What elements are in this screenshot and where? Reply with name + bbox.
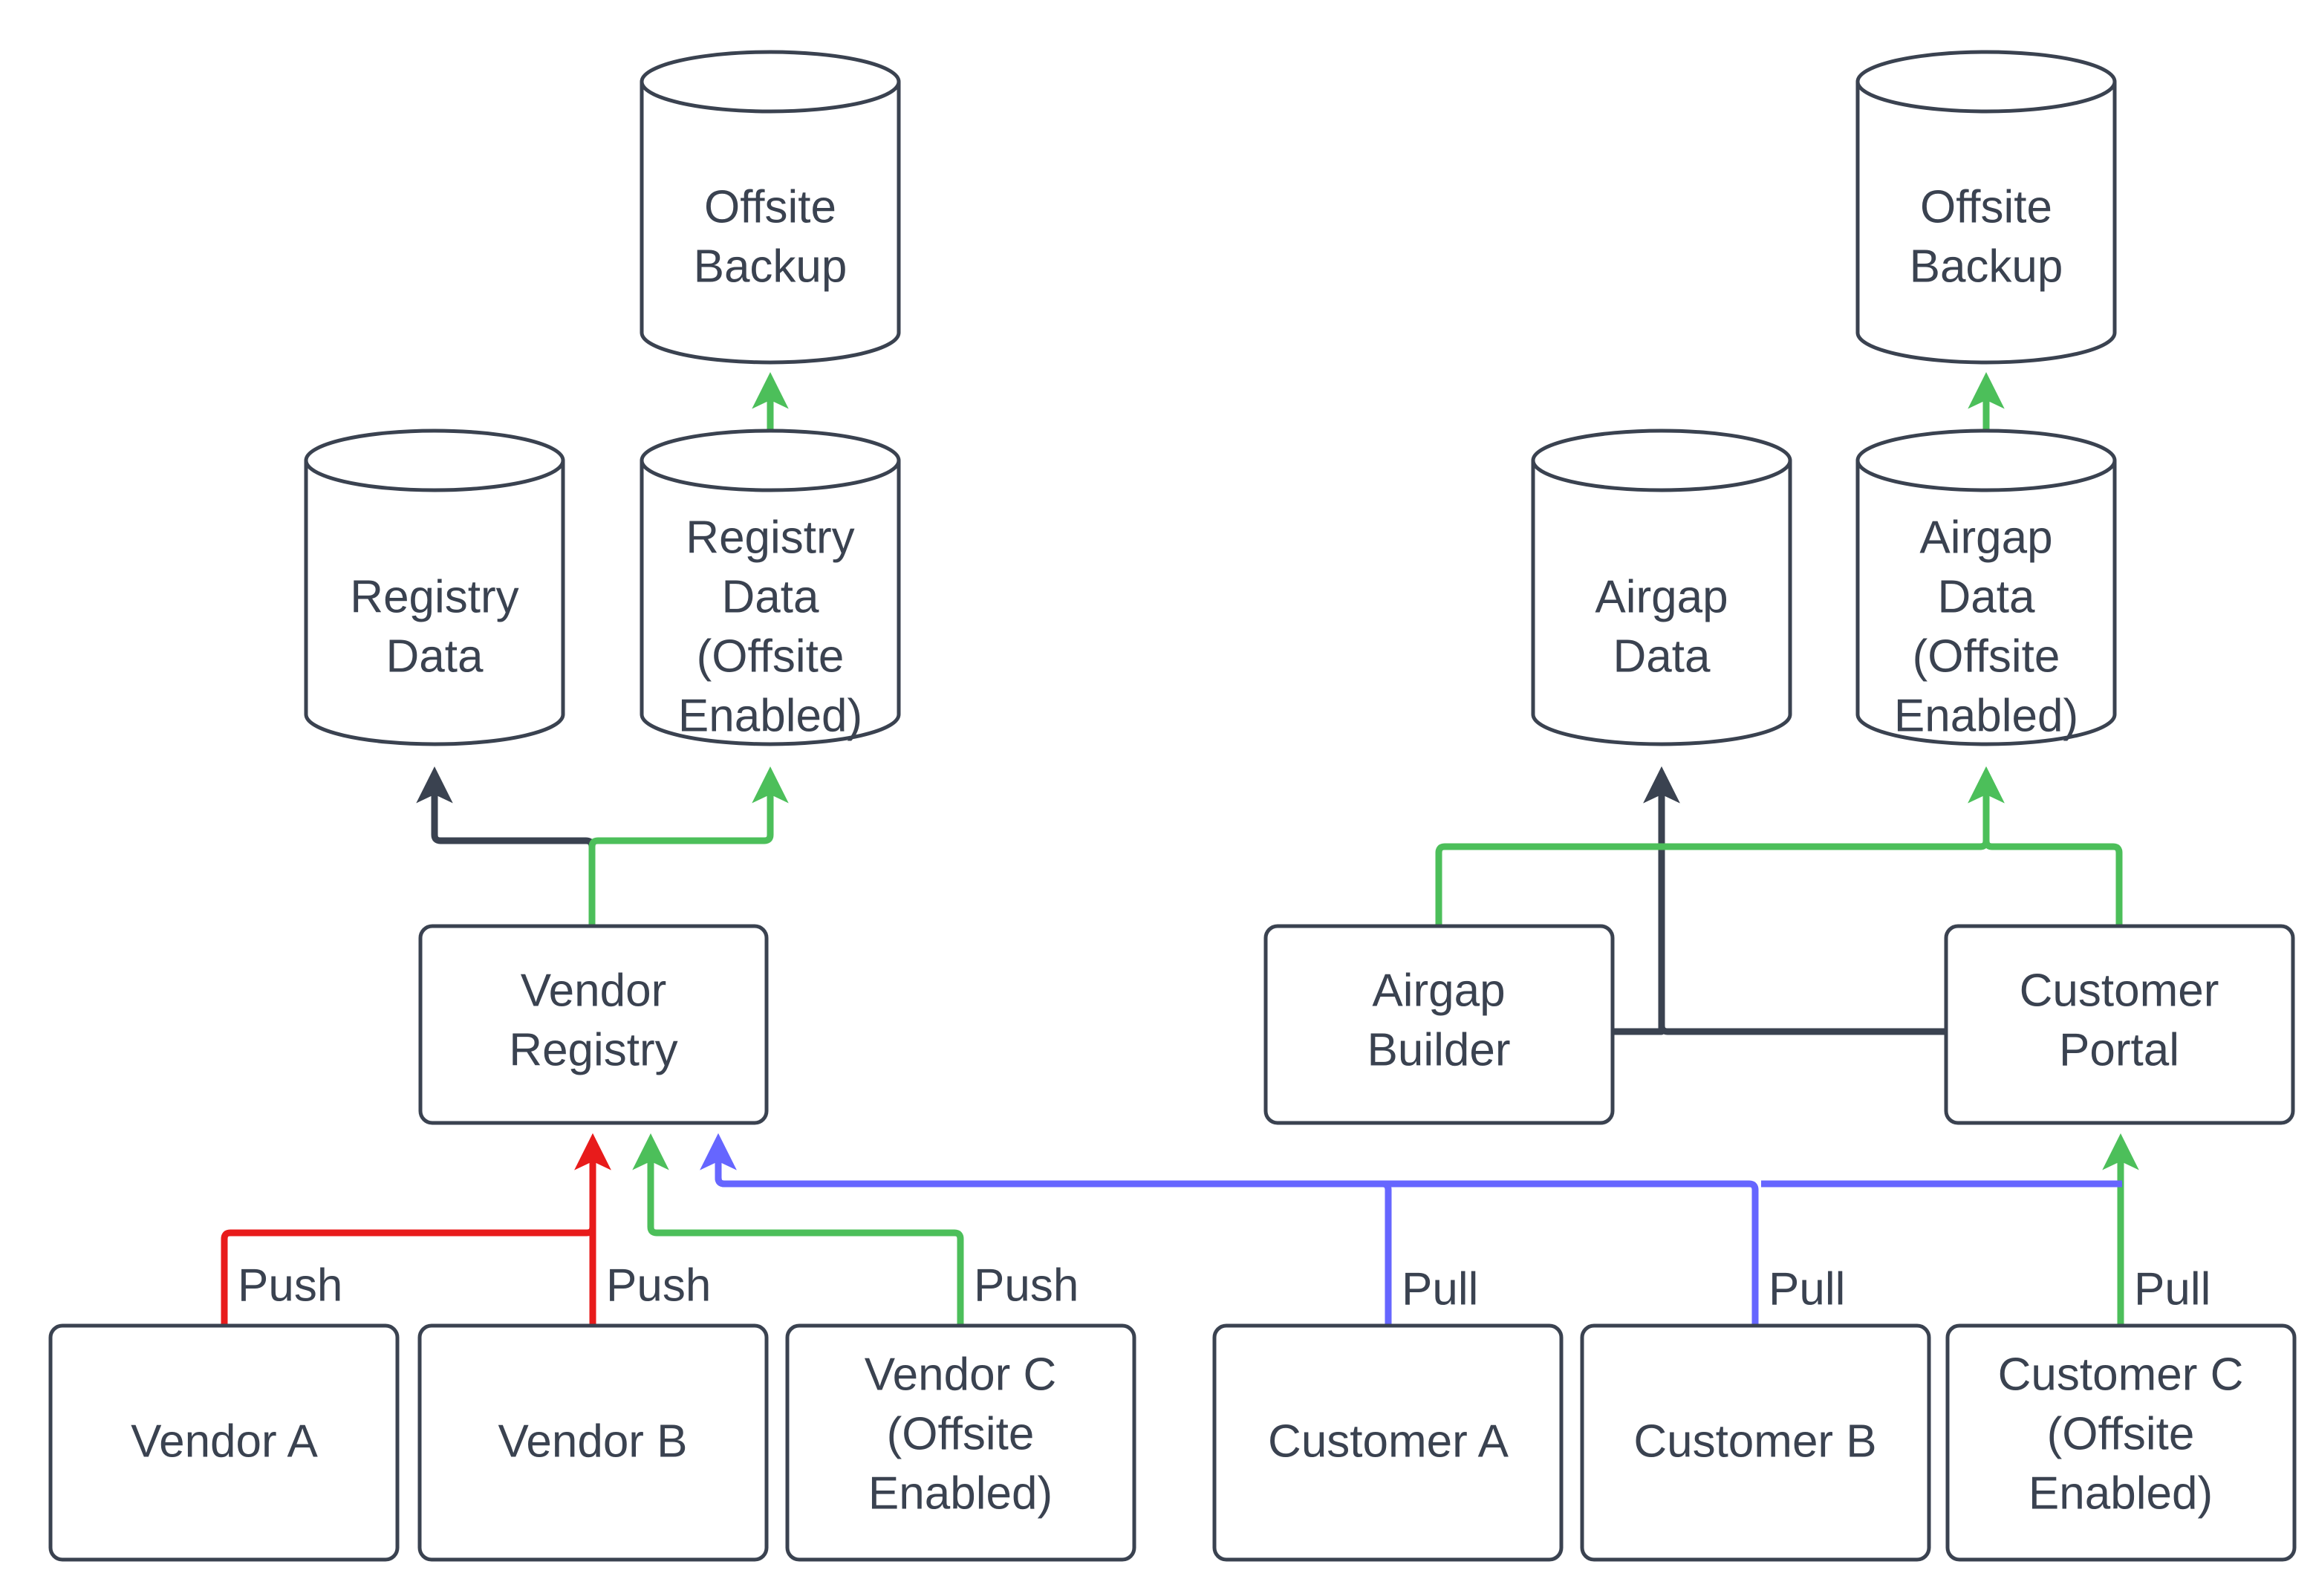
customer-c-label-line2: (Offsite: [2047, 1408, 2195, 1459]
registry-data-label-line2: Data: [386, 631, 484, 682]
vendor-registry-label-line2: Registry: [509, 1024, 677, 1075]
registry-data-cylinder-top: [304, 429, 565, 492]
edge-airgap-builder-to-airgap-data: [1613, 766, 1680, 1035]
customer-b-box: [1580, 1323, 1931, 1562]
vendor-b-box: [417, 1323, 769, 1562]
node-customer-c[interactable]: Customer C (Offsite Enabled): [1945, 1323, 2297, 1562]
edge-customer-portal-to-airgap-data: [1643, 766, 1946, 1035]
node-registry-data[interactable]: Registry Data: [304, 429, 565, 746]
airgap-data-offsite-label-line4: Enabled): [1894, 690, 2078, 741]
edge-label-vendor-a-push: Push: [238, 1260, 342, 1311]
vendor-c-label-line1: Vendor C: [865, 1349, 1057, 1400]
customer-c-label-line1: Customer C: [1998, 1349, 2244, 1400]
edge-airgap-builder-to-airgap-data-offsite: [1435, 766, 2005, 926]
vendor-c-box: [785, 1323, 1136, 1562]
airgap-data-offsite-label-line3: (Offsite: [1913, 631, 2060, 682]
node-vendor-registry[interactable]: Vendor Registry: [418, 924, 769, 1125]
edge-vendor-c-to-vendor-registry: [632, 1133, 964, 1326]
node-registry-data-offsite[interactable]: Registry Data (Offsite Enabled): [640, 429, 901, 746]
edge-vendor-registry-to-registry-data-offsite: [588, 766, 789, 926]
registry-data-label-line1: Registry: [350, 571, 518, 622]
node-airgap-data-offsite[interactable]: Airgap Data (Offsite Enabled): [1855, 429, 2117, 746]
registry-data-offsite-label-line2: Data: [722, 571, 819, 622]
customer-portal-label-line1: Customer: [2020, 965, 2219, 1016]
vendor-b-label: Vendor B: [498, 1416, 687, 1467]
node-offsite-backup-left[interactable]: Offsite Backup: [640, 50, 901, 365]
registry-data-cylinder-body: [304, 460, 565, 746]
edge-label-customer-a-pull: Pull: [1402, 1263, 1478, 1315]
airgap-data-label-line2: Data: [1613, 631, 1711, 682]
customer-a-box: [1212, 1323, 1564, 1562]
node-airgap-builder[interactable]: Airgap Builder: [1263, 924, 1615, 1125]
vendor-registry-label-line1: Vendor: [521, 965, 667, 1016]
edge-label-vendor-b-push: Push: [606, 1260, 711, 1311]
offsite-backup-right-cylinder-body: [1855, 82, 2117, 365]
airgap-data-offsite-label-line2: Data: [1938, 571, 2035, 622]
node-vendor-b[interactable]: Vendor B: [417, 1323, 769, 1562]
node-vendor-a[interactable]: Vendor A: [48, 1323, 400, 1562]
customer-a-label: Customer A: [1268, 1416, 1509, 1467]
offsite-backup-right-label-line2: Backup: [1910, 241, 2063, 292]
vendor-registry-box: [418, 924, 769, 1125]
customer-b-label: Customer B: [1633, 1416, 1876, 1467]
airgap-data-cylinder-top: [1531, 429, 1792, 492]
airgap-builder-box: [1263, 924, 1615, 1125]
offsite-backup-left-label-line2: Backup: [694, 241, 848, 292]
airgap-data-offsite-label-line1: Airgap: [1919, 512, 2052, 563]
customer-portal-label-line2: Portal: [2059, 1024, 2179, 1075]
edge-label-customer-b-pull: Pull: [1769, 1263, 1845, 1315]
registry-data-offsite-cylinder-top: [640, 429, 901, 492]
customer-c-label-line3: Enabled): [2029, 1468, 2213, 1519]
node-customer-a[interactable]: Customer A: [1212, 1323, 1564, 1562]
registry-data-offsite-label-line4: Enabled): [678, 690, 862, 741]
offsite-backup-right-label-line1: Offsite: [1920, 181, 2052, 232]
edge-labels-layer: Push Push Push Pull Pull Pull: [238, 1260, 2210, 1315]
edges-layer: [221, 372, 2139, 1326]
node-customer-portal[interactable]: Customer Portal: [1944, 924, 2295, 1125]
vendor-c-label-line2: (Offsite: [887, 1408, 1035, 1459]
customer-portal-box: [1944, 924, 2295, 1125]
customer-c-box: [1945, 1323, 2297, 1562]
node-offsite-backup-right[interactable]: Offsite Backup: [1855, 50, 2117, 365]
offsite-backup-left-label-line1: Offsite: [704, 181, 836, 232]
node-vendor-c[interactable]: Vendor C (Offsite Enabled): [785, 1323, 1136, 1562]
registry-data-offsite-label-line3: (Offsite: [697, 631, 845, 682]
airgap-data-cylinder-body: [1531, 460, 1792, 746]
registry-data-offsite-cylinder-body: [640, 460, 901, 746]
airgap-data-offsite-cylinder-body: [1855, 460, 2117, 746]
offsite-backup-left-cylinder-body: [640, 82, 901, 365]
offsite-backup-left-cylinder-top: [640, 50, 901, 114]
airgap-data-label-line1: Airgap: [1595, 571, 1728, 622]
registry-data-offsite-label-line1: Registry: [686, 512, 854, 563]
edge-customer-b-to-vendor-registry: [700, 1133, 1759, 1326]
airgap-builder-label-line2: Builder: [1367, 1024, 1511, 1075]
vendor-a-box: [48, 1323, 400, 1562]
vendor-a-label: Vendor A: [131, 1416, 318, 1467]
edge-label-customer-c-pull: Pull: [2134, 1263, 2210, 1315]
airgap-data-offsite-cylinder-top: [1855, 429, 2117, 492]
offsite-backup-right-cylinder-top: [1855, 50, 2117, 114]
vendor-c-label-line3: Enabled): [868, 1468, 1053, 1519]
edge-label-vendor-c-push: Push: [974, 1260, 1079, 1311]
airgap-builder-label-line1: Airgap: [1372, 965, 1505, 1016]
edge-customer-portal-to-airgap-data-offsite: [1968, 766, 2123, 926]
node-airgap-data[interactable]: Airgap Data: [1531, 429, 1792, 746]
edge-vendor-registry-to-registry-data: [416, 766, 596, 926]
node-customer-b[interactable]: Customer B: [1580, 1323, 1931, 1562]
